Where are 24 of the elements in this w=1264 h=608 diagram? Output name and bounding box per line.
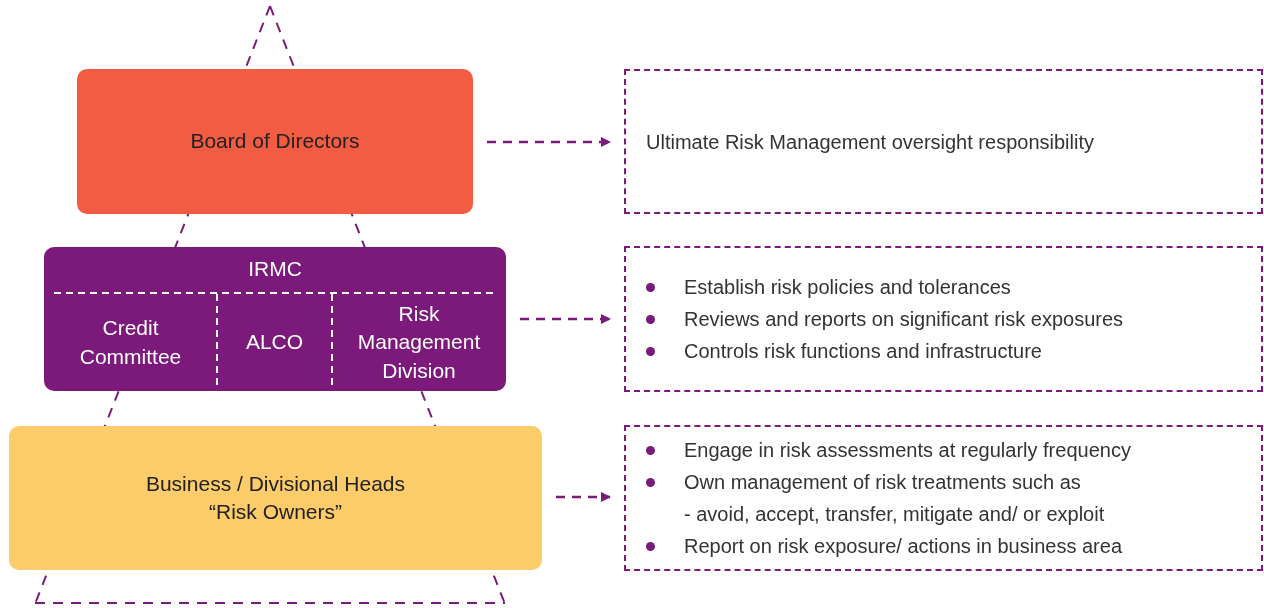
committee-panel — [44, 247, 506, 391]
responsibility-box — [624, 425, 1263, 571]
box-title: Credit Committee — [78, 315, 183, 370]
bullet-text: Establish risk policies and tolerances — [684, 275, 1011, 300]
box-title: Risk Management Division — [356, 301, 482, 384]
dashed-arrow — [520, 314, 611, 324]
board-box — [77, 69, 473, 214]
bullet-text: Own management of risk treatments such as — [684, 470, 1081, 495]
bullet-text: Controls risk functions and infrastructure — [684, 339, 1042, 364]
box-title: ALCO — [245, 329, 304, 356]
bullet-text: Engage in risk assessments at regularly frequency — [684, 438, 1131, 463]
bullet-text: Report on risk exposure/ actions in business area — [684, 534, 1122, 559]
dashed-arrow — [487, 137, 611, 147]
responsibility-box — [624, 69, 1263, 214]
box-title: Board of Directors — [190, 128, 360, 155]
dashed-arrow — [556, 492, 611, 502]
panel-heading: IRMC — [247, 256, 303, 282]
box-title: Business / Divisional Heads — [145, 470, 406, 497]
bullet-text: - avoid, accept, transfer, mitigate and/ or exploit — [684, 502, 1105, 527]
box-subtitle: “Risk Owners” — [209, 499, 342, 525]
description-text: Ultimate Risk Management oversight responsibility — [646, 129, 1094, 155]
risk-owners-box — [9, 426, 542, 570]
responsibility-box — [624, 246, 1263, 392]
bullet-text: Reviews and reports on significant risk exposures — [684, 307, 1124, 332]
